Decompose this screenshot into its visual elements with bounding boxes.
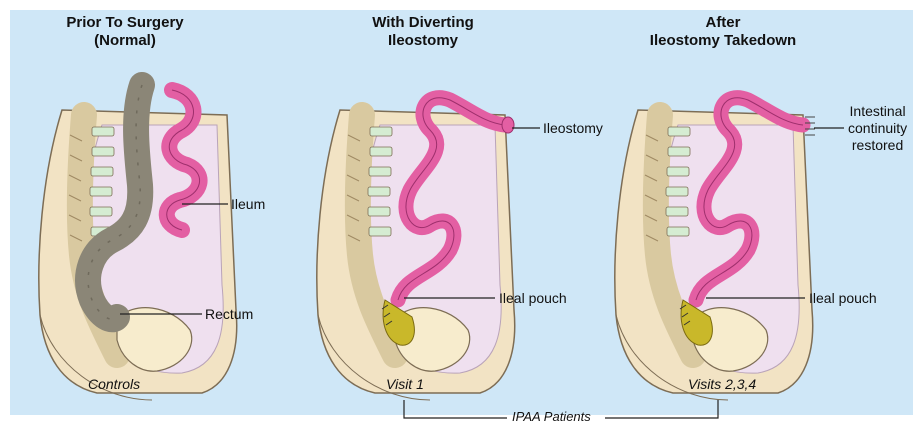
- panel-2-title-line1: With Diverting: [293, 14, 553, 32]
- panel-3-title-line1: After: [593, 14, 853, 32]
- panel-1-title-line2: (Normal): [0, 32, 255, 50]
- caption-visit-1: Visit 1: [386, 376, 424, 392]
- panel-3-title-line2: Ileostomy Takedown: [593, 32, 853, 50]
- label-continuity-line2: continuity: [848, 120, 907, 137]
- panel-2-title: With Diverting Ileostomy: [293, 14, 553, 50]
- caption-controls: Controls: [88, 376, 140, 392]
- panel-1-title: Prior To Surgery (Normal): [0, 14, 255, 50]
- label-continuity-line1: Intestinal: [848, 103, 907, 120]
- bracket-right: [605, 400, 718, 418]
- bracket-left: [404, 400, 507, 418]
- caption-visits-2-3-4: Visits 2,3,4: [688, 376, 756, 392]
- label-intestinal-continuity: Intestinal continuity restored: [848, 103, 907, 154]
- label-continuity-line3: restored: [848, 137, 907, 154]
- label-ileum: Ileum: [231, 196, 265, 212]
- group-label-ipaa-patients: IPAA Patients: [512, 409, 591, 424]
- panel-3-title: After Ileostomy Takedown: [593, 14, 853, 50]
- label-ileal-pouch-1: Ileal pouch: [499, 290, 567, 306]
- label-rectum: Rectum: [205, 306, 253, 322]
- panel-2-title-line2: Ileostomy: [293, 32, 553, 50]
- label-ileal-pouch-2: Ileal pouch: [809, 290, 877, 306]
- label-ileostomy: Ileostomy: [543, 120, 603, 136]
- panel-1-title-line1: Prior To Surgery: [0, 14, 255, 32]
